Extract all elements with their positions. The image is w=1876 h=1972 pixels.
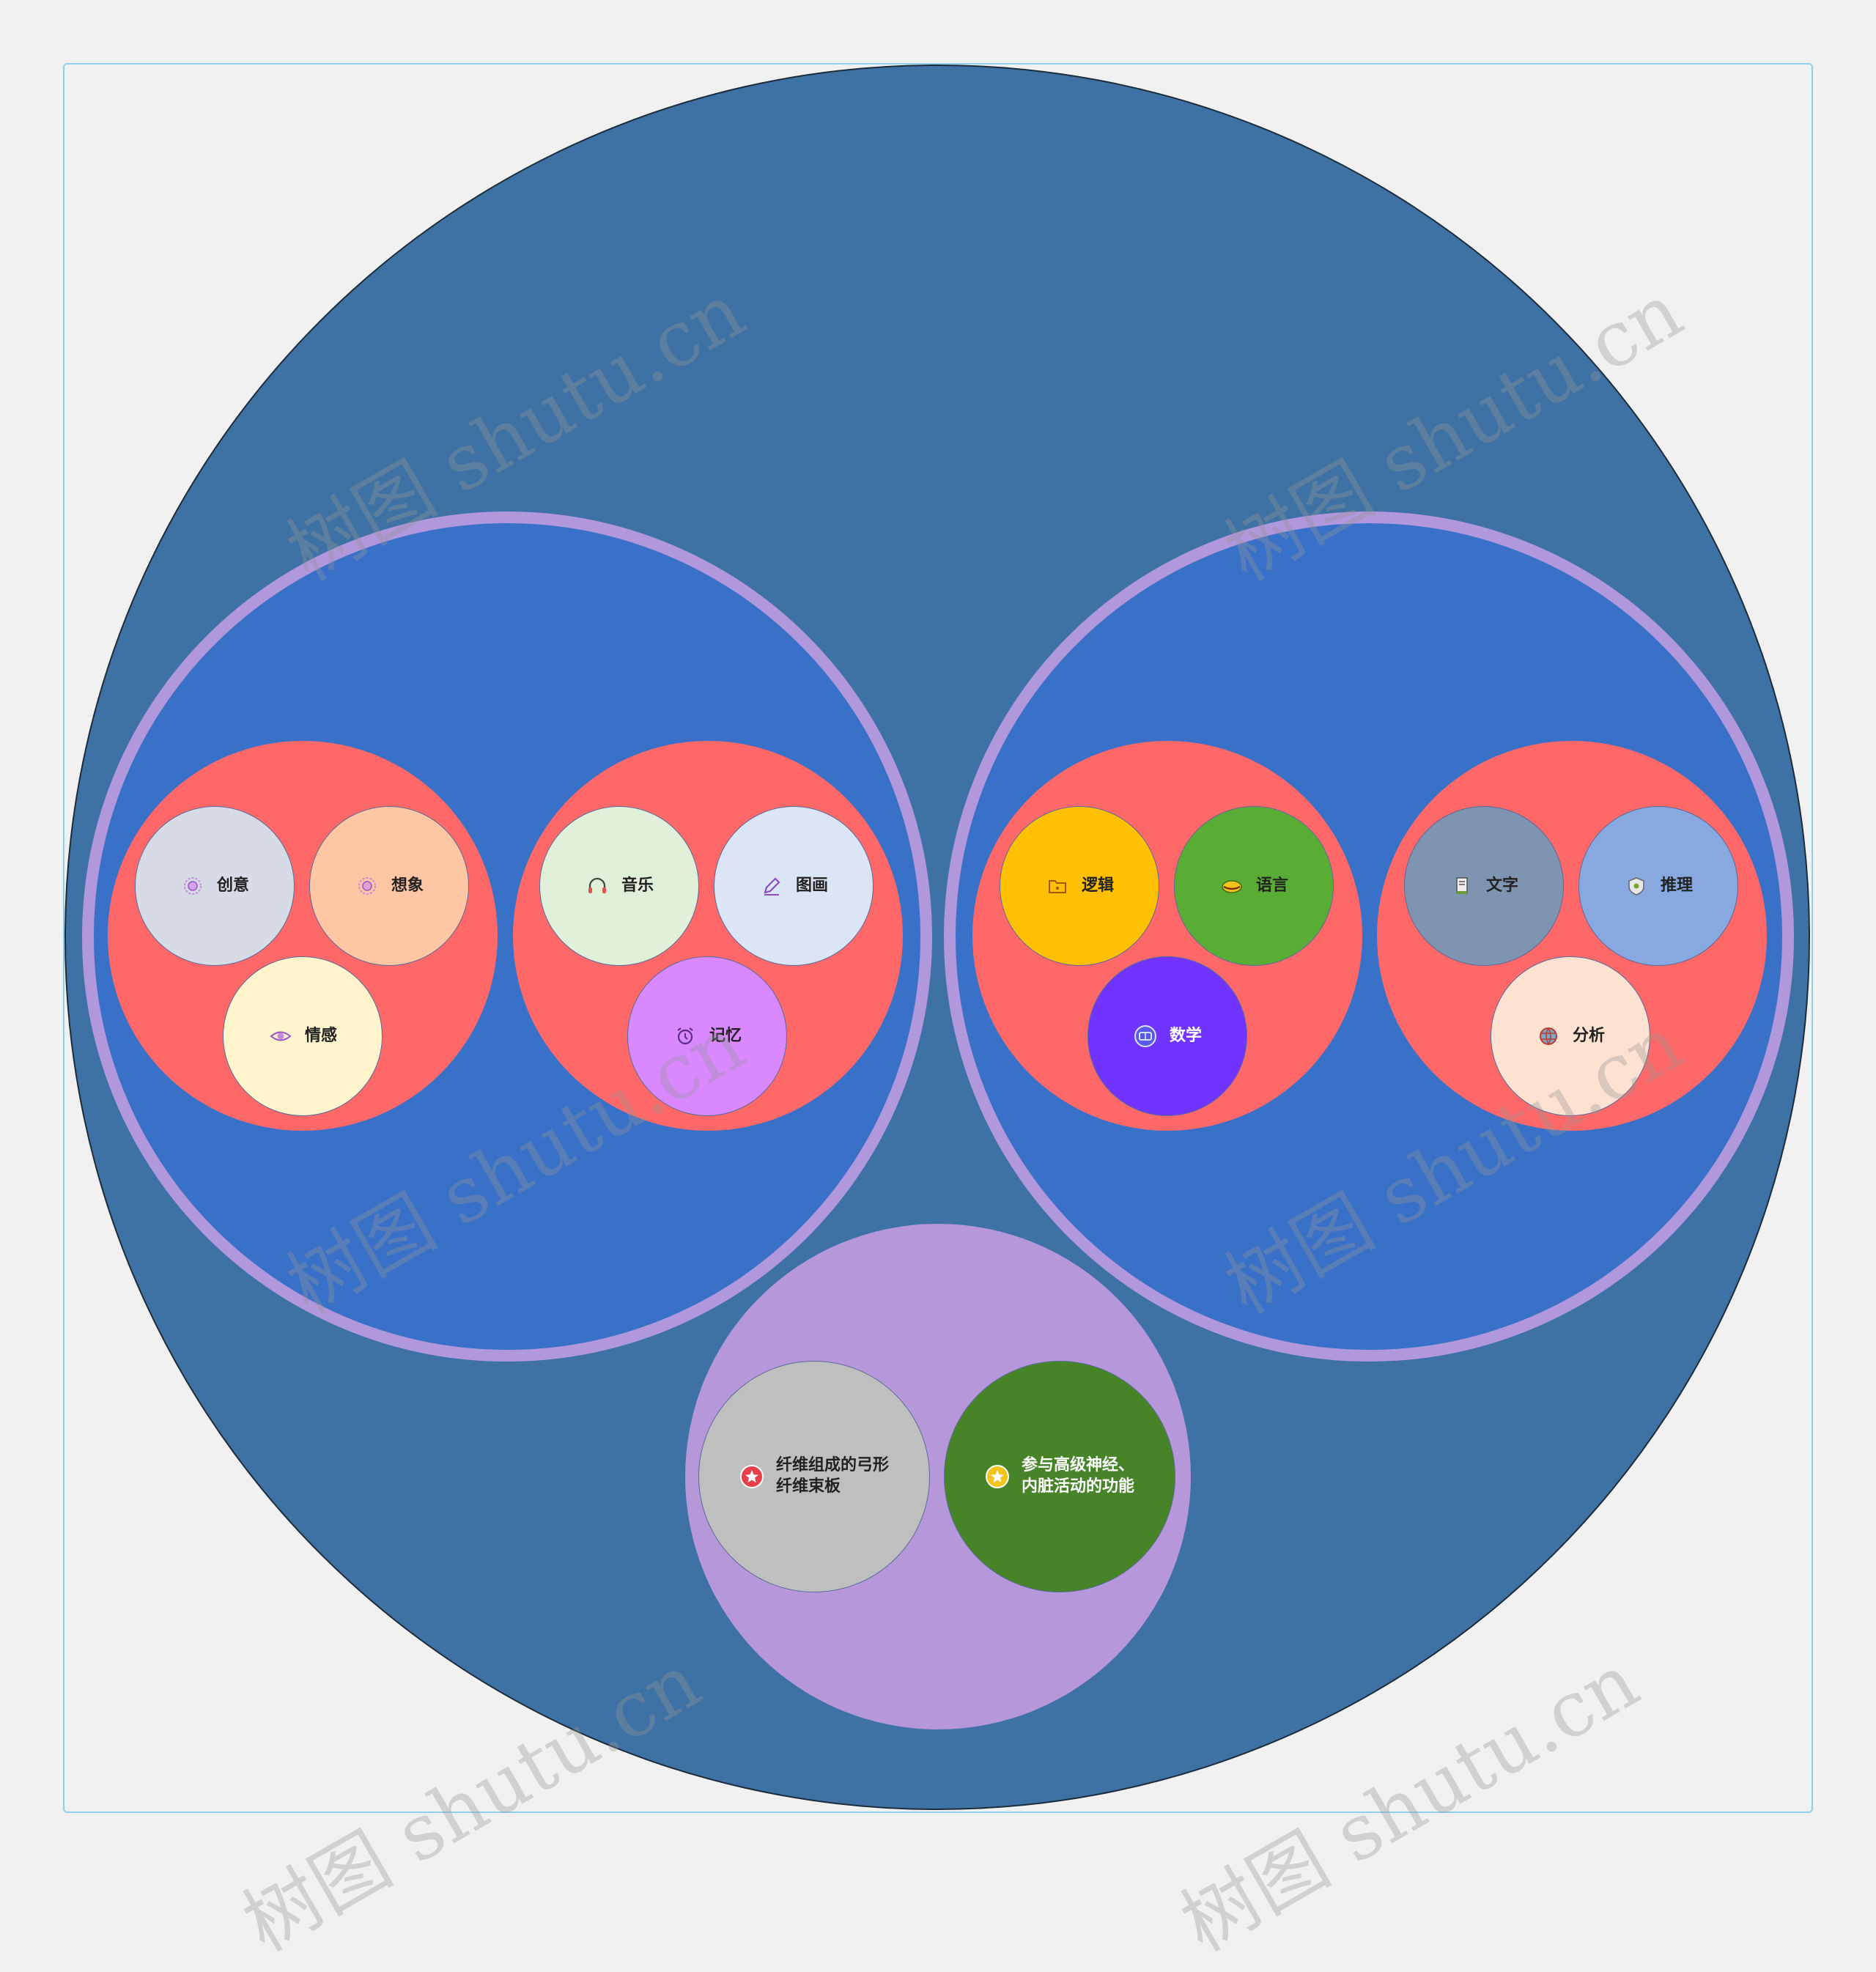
shield-icon <box>1624 874 1649 898</box>
alarm-clock-icon <box>673 1024 698 1049</box>
bulb-icon <box>180 874 205 898</box>
node-label-tuhua: 图画 <box>795 876 828 895</box>
node-label-wenzi: 文字 <box>1485 876 1518 895</box>
bulb-icon <box>355 874 380 898</box>
folder-icon <box>1045 874 1070 898</box>
node-label-fenxi: 分析 <box>1572 1026 1605 1045</box>
node-label-chuangyi: 创意 <box>216 876 249 895</box>
node-label-jiyi: 记忆 <box>709 1026 742 1045</box>
node-label-luoji: 逻辑 <box>1081 876 1114 895</box>
node-wenzi[interactable]: 文字 <box>1404 806 1564 966</box>
pencil-icon <box>759 874 784 898</box>
globe-icon <box>1536 1024 1561 1049</box>
node-qinggan[interactable]: 情感 <box>223 956 383 1116</box>
node-tuhua[interactable]: 图画 <box>714 806 874 966</box>
node-label-fiber: 纤维组成的弓形 纤维束板 <box>775 1456 889 1496</box>
node-xiangxiang[interactable]: 想象 <box>309 806 469 966</box>
star-yellow-icon <box>985 1464 1010 1489</box>
node-yuyan[interactable]: 语言 <box>1174 806 1334 966</box>
mouth-icon <box>1219 874 1244 898</box>
node-label-qinggan: 情感 <box>304 1026 337 1045</box>
node-fiber[interactable]: 纤维组成的弓形 纤维束板 <box>698 1361 930 1592</box>
node-label-xiangxiang: 想象 <box>391 876 424 895</box>
headphones-icon <box>585 874 610 898</box>
node-label-shuxue: 数学 <box>1169 1026 1202 1045</box>
node-yinyue[interactable]: 音乐 <box>539 806 699 966</box>
eye-icon <box>268 1024 293 1049</box>
canvas-frame <box>63 63 1813 1813</box>
node-tuili[interactable]: 推理 <box>1578 806 1738 966</box>
calculator-icon <box>1133 1024 1158 1049</box>
node-func[interactable]: 参与高级神经、 内脏活动的功能 <box>944 1361 1175 1592</box>
node-label-yinyue: 音乐 <box>621 876 654 895</box>
node-label-tuili: 推理 <box>1660 876 1693 895</box>
node-label-yuyan: 语言 <box>1255 876 1288 895</box>
node-label-func: 参与高级神经、 内脏活动的功能 <box>1021 1456 1134 1496</box>
star-red-icon <box>739 1464 764 1489</box>
node-fenxi[interactable]: 分析 <box>1491 956 1650 1116</box>
node-luoji[interactable]: 逻辑 <box>1000 806 1159 966</box>
node-jiyi[interactable]: 记忆 <box>627 956 787 1116</box>
node-chuangyi[interactable]: 创意 <box>135 806 295 966</box>
node-shuxue[interactable]: 数学 <box>1087 956 1247 1116</box>
document-icon <box>1450 874 1474 898</box>
diagram-canvas: 创意 想象 情感 音乐 图画 <box>63 63 1813 1968</box>
